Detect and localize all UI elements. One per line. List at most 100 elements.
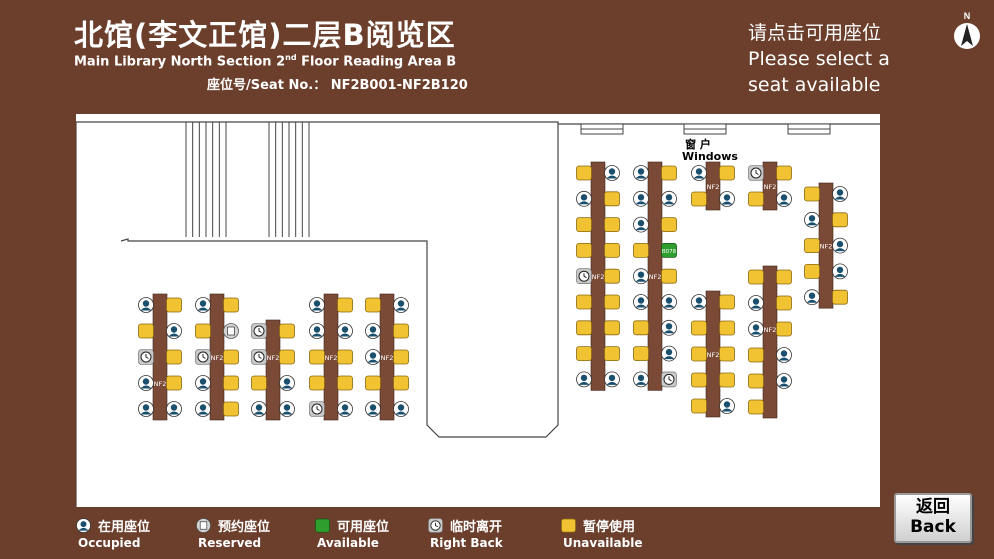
unavailable-seat-icon	[279, 349, 295, 365]
unavailable-seat-icon	[633, 346, 649, 362]
unavailable-seat-icon	[166, 349, 182, 365]
occupied-seat-icon	[832, 237, 848, 254]
reserved-seat-icon	[223, 323, 239, 339]
back-label-zh: 返回	[916, 497, 950, 517]
unavailable-seat-icon	[748, 399, 764, 415]
unavailable-seat-icon	[633, 242, 649, 258]
unavailable-seat-icon	[604, 320, 620, 336]
unavailable-seat-icon	[604, 294, 620, 310]
unavailable-seat-icon	[691, 372, 707, 388]
occupied-seat-icon	[251, 401, 267, 417]
occupied-seat-icon	[661, 294, 677, 310]
occupied-seat-icon	[661, 345, 677, 362]
occupied-seat-icon	[719, 191, 735, 207]
occupied-seat-icon	[604, 165, 620, 181]
unavailable-seat-icon	[309, 375, 325, 391]
unavailable-seat-icon	[691, 320, 707, 336]
window-3	[787, 123, 831, 135]
unavailable-seat-icon	[719, 165, 735, 181]
occupied-seat-icon	[279, 375, 295, 391]
unavailable-seat-icon	[604, 268, 620, 284]
occupied-seat-icon	[166, 323, 182, 339]
prompt-en: Please select a seat available	[748, 48, 890, 96]
unavailable-seat-icon	[576, 165, 592, 181]
occupied-seat-icon	[195, 297, 211, 313]
unavailable-seat-icon	[604, 191, 620, 207]
windows-label-zh: 窗 户	[685, 137, 711, 151]
occupied-seat-icon	[138, 401, 154, 417]
seat-range: 座位号/Seat No.： NF2B001-NF2B120	[207, 78, 468, 93]
unavailable-seat-icon	[576, 217, 592, 233]
occupied-seat-icon	[633, 190, 649, 207]
unavailable-seat-icon	[661, 268, 677, 284]
occupied-seat-icon	[337, 401, 353, 417]
unavailable-seat-icon	[309, 349, 325, 365]
prompt-zh: 请点击可用座位	[748, 22, 882, 44]
occupied-seat-icon	[776, 373, 792, 389]
page-subtitle: Main Library North Section 2nd Floor Rea…	[74, 53, 456, 69]
unavailable-seat-icon	[748, 347, 764, 363]
right-back-seat-icon	[576, 268, 592, 285]
unavailable-seat-icon	[776, 165, 792, 181]
stairs-1	[185, 122, 227, 237]
unavailable-seat-icon	[279, 323, 295, 339]
legend-label-en: Right Back	[430, 536, 503, 550]
compass-label: N	[964, 11, 971, 21]
desk-label: NF2	[820, 243, 833, 251]
occupied-seat-icon	[337, 323, 353, 339]
occupied-seat-icon	[633, 216, 649, 233]
unavailable-seat-icon	[776, 269, 792, 285]
unavailable-seat-icon	[223, 401, 239, 417]
desk: NF2	[804, 182, 848, 309]
unavailable-seat-icon	[604, 346, 620, 362]
unavailable-seat-icon	[576, 346, 592, 362]
desk: NF2	[576, 161, 620, 391]
unavailable-seat-icon	[195, 323, 211, 339]
unavailable-seat-icon	[576, 242, 592, 258]
right-back-seat-icon	[428, 518, 443, 533]
desk-label: NF2	[649, 273, 662, 281]
unavailable-seat-icon	[748, 373, 764, 389]
occupied-seat-icon	[832, 263, 848, 280]
unavailable-seat-icon	[223, 349, 239, 365]
occupied-seat-icon	[393, 401, 409, 417]
right-back-seat-icon	[661, 371, 677, 388]
subtitle-main: Main Library North Section 2	[74, 54, 286, 70]
legend-label-zh: 临时离开	[450, 520, 503, 535]
back-label-en: Back	[910, 517, 956, 537]
stairs	[185, 122, 310, 237]
desk: NF2	[748, 161, 792, 211]
occupied-seat-icon	[309, 297, 325, 313]
unavailable-seat-icon	[393, 323, 409, 339]
occupied-seat-icon	[633, 268, 649, 285]
desk-label: NF2	[764, 183, 777, 191]
unavailable-seat-icon	[719, 346, 735, 362]
unavailable-seat-icon	[604, 217, 620, 233]
unavailable-seat-icon	[633, 320, 649, 336]
occupied-seat-icon	[804, 211, 820, 228]
right-back-seat-icon	[195, 349, 211, 365]
unavailable-seat-icon	[337, 297, 353, 313]
occupied-seat-icon	[633, 371, 649, 388]
desk: NF2	[691, 161, 735, 211]
desk-label: NF2	[592, 273, 605, 281]
unavailable-seat-icon	[691, 398, 707, 414]
available-seat-label[interactable]: B078	[662, 249, 677, 255]
unavailable-seat-icon	[337, 375, 353, 391]
desk-surface	[762, 265, 778, 419]
desk: NF2	[691, 290, 735, 418]
unavailable-seat-icon	[393, 375, 409, 391]
unavailable-seat-icon	[223, 297, 239, 313]
desk-label: NF2	[211, 354, 224, 362]
unavailable-seat-icon	[661, 217, 677, 233]
occupied-seat-icon	[691, 294, 707, 310]
desk: NF2	[633, 161, 677, 391]
north-arrow-icon: N	[952, 10, 982, 52]
occupied-seat-icon	[661, 190, 677, 207]
unavailable-seat-icon	[561, 518, 576, 533]
legend-label-zh: 在用座位	[98, 520, 151, 535]
right-back-seat-icon	[251, 323, 267, 339]
back-button[interactable]: 返回 Back	[894, 493, 972, 543]
occupied-seat-icon	[719, 398, 735, 414]
